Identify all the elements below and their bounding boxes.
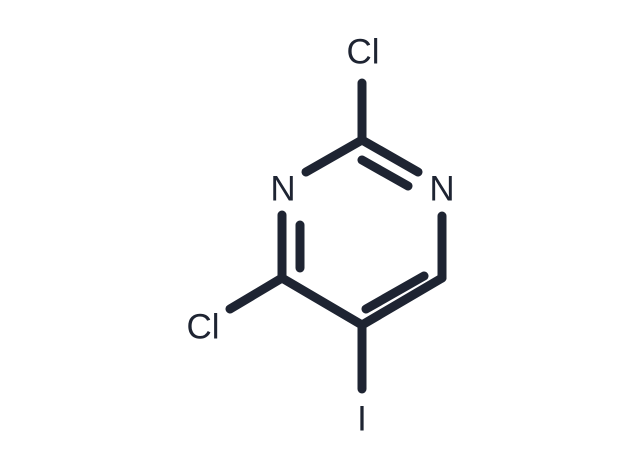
bond-c6-c5 bbox=[357, 273, 447, 330]
atom-label-n-right: N bbox=[429, 170, 454, 209]
bond-c6-c5-double bbox=[361, 271, 429, 314]
bond-c4-cl bbox=[225, 273, 287, 314]
bond-c5-c4 bbox=[277, 273, 367, 330]
bond-c2-n1 bbox=[301, 135, 367, 177]
bond-c2-n3 bbox=[357, 135, 423, 177]
bond-c2-n3-double bbox=[357, 155, 413, 191]
atom-label-cl-left: Cl bbox=[186, 308, 219, 347]
atom-label-i-bottom: I bbox=[357, 400, 367, 439]
atom-label-n-left: N bbox=[270, 170, 295, 209]
atom-label-cl-top: Cl bbox=[346, 33, 379, 72]
